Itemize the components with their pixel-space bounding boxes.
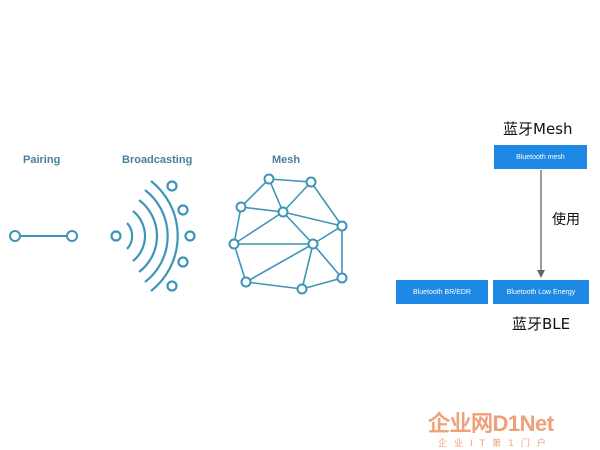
mesh-node [305, 176, 317, 188]
mesh-node [235, 201, 247, 213]
watermark-name: 企业网D1Net [428, 411, 554, 436]
broadcast-wave [138, 199, 159, 273]
mesh-node [240, 276, 252, 288]
watermark-tagline: 企业IT第1门户 [438, 439, 553, 449]
mesh-node [277, 206, 289, 218]
mesh-node [296, 283, 308, 295]
mesh-nodes [228, 173, 348, 295]
broadcast-wave [126, 222, 134, 250]
d1net-watermark-logo: 企业网D1Net 企业IT第1门户 [428, 406, 600, 450]
mesh-label: Mesh [272, 154, 301, 166]
broadcast-receiver-node [166, 280, 178, 292]
broadcast-receiver-node [166, 180, 178, 192]
mesh-node [263, 173, 275, 185]
broadcast-receiver-node [177, 256, 189, 268]
mesh-node [336, 272, 348, 284]
uses-label: 使用 [552, 212, 580, 228]
bluetooth-br-edr-box: Bluetooth BR/EDR [396, 280, 488, 304]
bluetooth-mesh-title: 蓝牙Mesh [503, 120, 573, 138]
broadcast-receiver-node [184, 230, 196, 242]
pairing-label: Pairing [23, 154, 61, 166]
broadcast-wave [150, 180, 179, 292]
pairing-diagram [9, 230, 78, 242]
bluetooth-mesh-box: Bluetooth mesh [494, 145, 587, 169]
broadcast-wave [144, 189, 169, 283]
bluetooth-low-energy-box: Bluetooth Low Energy [493, 280, 589, 304]
mesh-node [307, 238, 319, 250]
broadcast-wave [132, 210, 147, 262]
pairing-node [9, 230, 21, 242]
bluetooth-ble-title: 蓝牙BLE [512, 315, 571, 333]
mesh-node [336, 220, 348, 232]
uses-arrow [537, 170, 545, 278]
broadcast-source-node [110, 230, 122, 242]
broadcast-receiver-node [177, 204, 189, 216]
pairing-node [66, 230, 78, 242]
broadcasting-diagram [110, 180, 196, 292]
broadcasting-label: Broadcasting [122, 154, 193, 166]
mesh-node [228, 238, 240, 250]
mesh-diagram [228, 173, 348, 295]
mesh-links [233, 178, 343, 290]
